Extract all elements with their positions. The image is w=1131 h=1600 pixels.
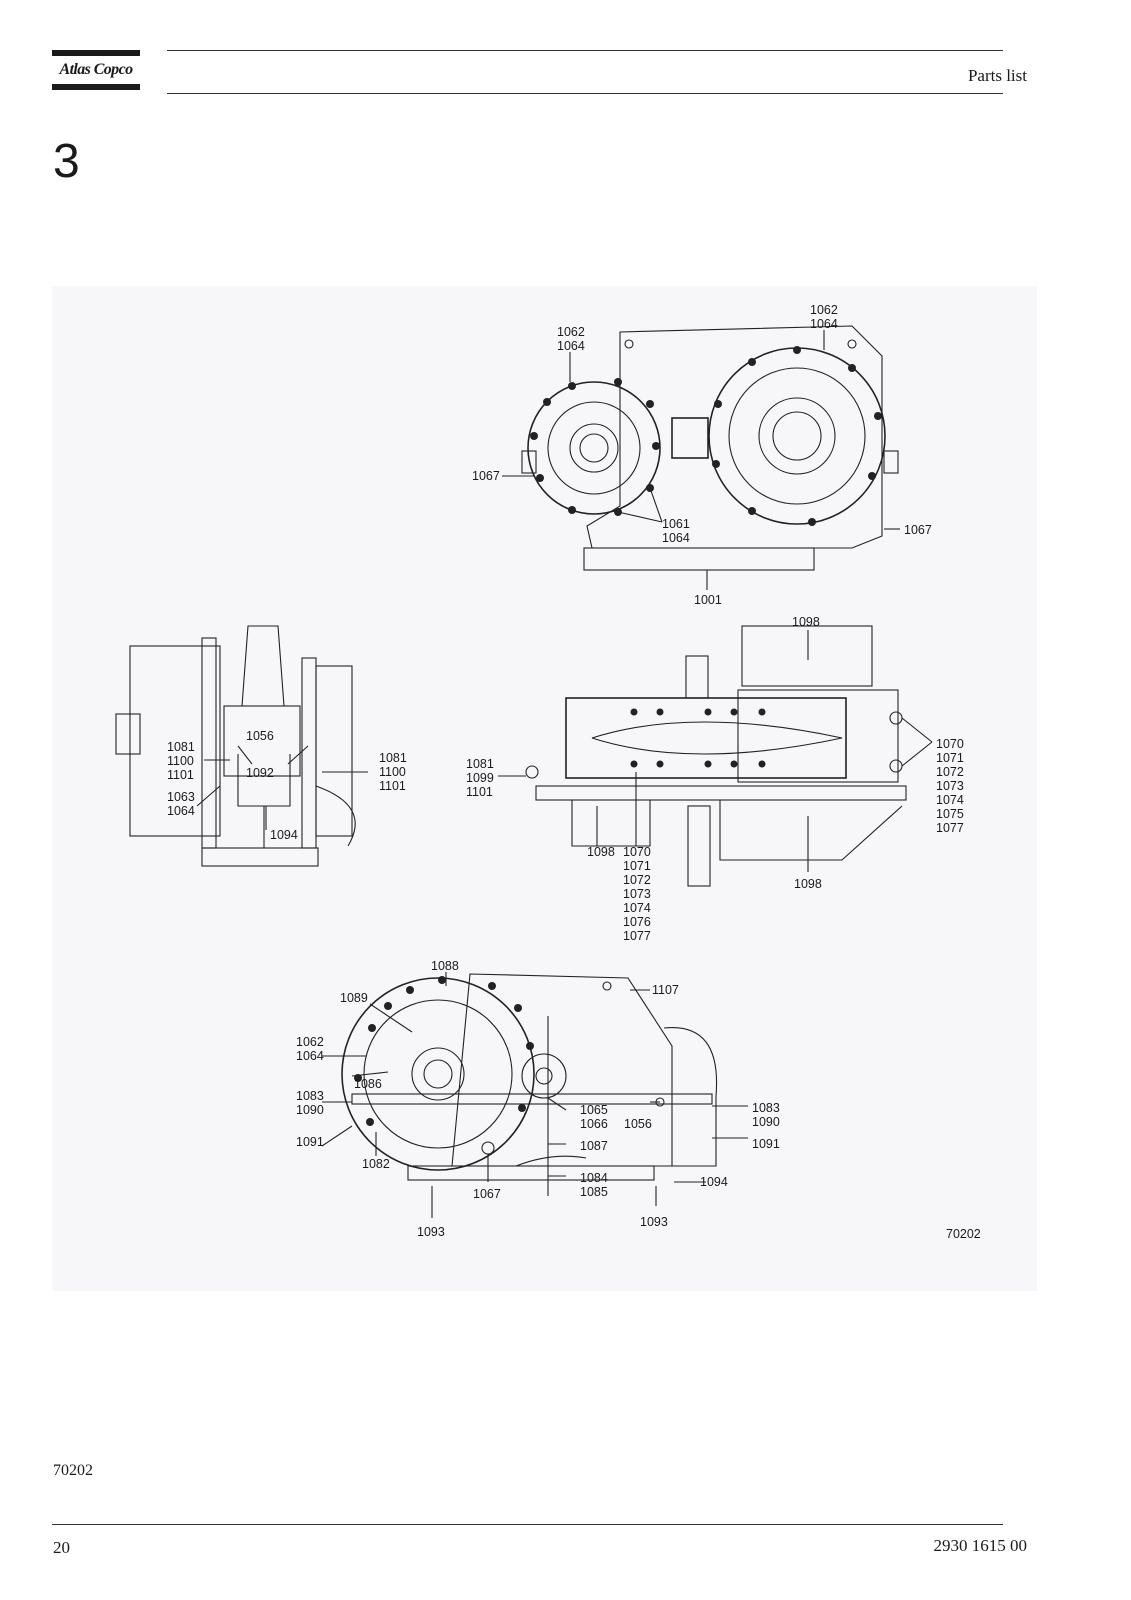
callout: 1073 [936, 779, 964, 793]
callout: 1094 [700, 1175, 728, 1189]
callout: 1070 [936, 737, 964, 751]
figure-caption-ref: 70202 [53, 1462, 93, 1479]
callout: 1081 [466, 757, 494, 771]
callout: 1081 [379, 751, 407, 765]
callout: 1086 [354, 1077, 382, 1091]
callout: 1064 [167, 804, 195, 818]
callout: 1091 [296, 1135, 324, 1149]
callout: 1070 [623, 845, 651, 859]
callout: 1101 [466, 785, 493, 799]
callout: 1093 [417, 1225, 445, 1239]
callout: 1074 [936, 793, 964, 807]
callout: 1076 [623, 915, 651, 929]
left-view-drawing [115, 625, 356, 867]
callout: 1071 [936, 751, 964, 765]
drawing-svg: 1062 1064 1062 1064 1067 1061 1064 1067 … [115, 303, 981, 1241]
callout: 1075 [936, 807, 964, 821]
footer-rule [52, 1524, 1003, 1525]
callout: 1077 [936, 821, 964, 835]
callout: 1067 [904, 523, 932, 537]
header-title: Parts list [967, 66, 1027, 85]
callout: 1098 [794, 877, 822, 891]
header-rule-bottom [167, 93, 1003, 94]
callout: 1071 [623, 859, 651, 873]
callout: 1101 [167, 768, 194, 782]
leader-lines [196, 330, 933, 1218]
document-number: 2930 1615 00 [933, 1536, 1028, 1555]
callout: 1098 [587, 845, 615, 859]
callout: 1087 [580, 1139, 608, 1153]
callout: 1107 [652, 983, 679, 997]
callout: 1092 [246, 766, 274, 780]
callout: 1081 [167, 740, 195, 754]
callout: 1064 [557, 339, 585, 353]
page-number: 20 [53, 1538, 70, 1557]
callout: 1098 [792, 615, 820, 629]
callout: 1073 [623, 887, 651, 901]
callout: 1100 [167, 754, 194, 768]
callout: 1083 [752, 1101, 780, 1115]
callouts-middle: 1098 1070 1071 1072 1073 1074 1075 1077 … [466, 615, 964, 943]
callout: 1090 [752, 1115, 780, 1129]
callout: 1074 [623, 901, 651, 915]
callout: 1099 [466, 771, 494, 785]
atlas-copco-logo: Atlas Copco [52, 50, 140, 94]
figure-image-ref: 70202 [946, 1227, 981, 1241]
callout: 1090 [296, 1103, 324, 1117]
callout: 1091 [752, 1137, 780, 1151]
top-view-drawing [521, 325, 899, 571]
callouts-left: 1056 1081 1100 1101 1092 1081 1100 1101 … [167, 729, 407, 842]
callout: 1065 [580, 1103, 608, 1117]
callout: 1067 [473, 1187, 501, 1201]
callout: 1063 [167, 790, 195, 804]
header-rule-top [167, 50, 1003, 51]
callout: 1083 [296, 1089, 324, 1103]
callout: 1088 [431, 959, 459, 973]
logo-wordmark: Atlas Copco [59, 61, 134, 78]
callout: 1064 [810, 317, 838, 331]
callout: 1082 [362, 1157, 390, 1171]
callouts-bottom: 1088 1107 1089 1062 1064 1086 1083 1090 … [296, 959, 780, 1239]
callout: 1056 [624, 1117, 652, 1131]
callout: 1056 [246, 729, 274, 743]
callout: 1062 [296, 1035, 324, 1049]
parts-drawing: 1062 1064 1062 1064 1067 1061 1064 1067 … [52, 286, 1037, 1291]
callout: 1077 [623, 929, 651, 943]
callout: 1094 [270, 828, 298, 842]
callout: 1072 [623, 873, 651, 887]
callout: 1101 [379, 779, 406, 793]
callout: 1084 [580, 1171, 608, 1185]
callout: 1066 [580, 1117, 608, 1131]
callout: 1064 [662, 531, 690, 545]
callout: 1089 [340, 991, 368, 1005]
callout: 1100 [379, 765, 406, 779]
callout: 1061 [662, 517, 690, 531]
bottom-view-drawing [341, 973, 718, 1196]
callout: 1093 [640, 1215, 668, 1229]
callout: 1067 [472, 469, 500, 483]
callout: 1064 [296, 1049, 324, 1063]
middle-view-drawing [525, 625, 907, 887]
callout: 1085 [580, 1185, 608, 1199]
callout: 1001 [694, 593, 722, 607]
callout: 1062 [810, 303, 838, 317]
callout: 1062 [557, 325, 585, 339]
section-number: 3 [53, 135, 80, 188]
callout: 1072 [936, 765, 964, 779]
callouts-top: 1062 1064 1062 1064 1067 1061 1064 1067 … [472, 303, 932, 607]
